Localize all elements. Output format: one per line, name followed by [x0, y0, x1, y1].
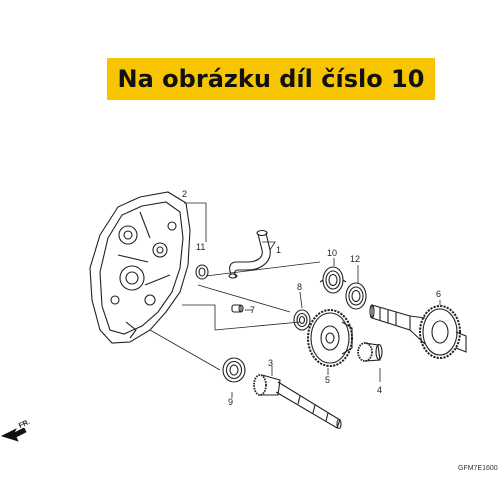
front-arrow-icon — [0, 427, 27, 442]
banner-title: Na obrázku díl číslo 10 — [117, 65, 425, 93]
callout-7: 7 — [250, 305, 255, 315]
title-banner: Na obrázku díl číslo 10 — [107, 58, 435, 100]
diagram-code: GFM7E1600 — [458, 465, 498, 472]
callout-6: 6 — [436, 289, 441, 299]
callout-labels: 1 2 3 4 5 6 7 8 9 10 11 12 — [182, 189, 441, 407]
callout-11: 11 — [196, 242, 205, 252]
bearing-8 — [293, 309, 311, 331]
front-label: FR. — [18, 419, 31, 430]
bearing-9 — [222, 357, 246, 383]
countershaft-gear — [307, 309, 353, 367]
callout-9: 9 — [228, 397, 233, 407]
callout-12: 12 — [350, 254, 360, 264]
transmission-case-cover — [89, 191, 191, 344]
callout-3: 3 — [268, 358, 273, 368]
callout-4: 4 — [377, 385, 382, 395]
reference-lines — [149, 202, 441, 398]
callout-8: 8 — [297, 282, 302, 292]
breather-tube — [228, 229, 271, 279]
callout-10: 10 — [327, 248, 337, 258]
final-gear-shaft — [369, 304, 467, 359]
pinion-gear — [357, 342, 383, 362]
callout-5: 5 — [325, 375, 330, 385]
oil-seal-11 — [195, 264, 209, 280]
callout-2: 2 — [182, 189, 187, 199]
bearing-12 — [345, 282, 367, 310]
bearing-10 — [319, 266, 347, 294]
drive-shaft — [253, 374, 342, 430]
callout-1: 1 — [276, 245, 281, 255]
dowel-pin — [231, 304, 244, 313]
front-direction-indicator: FR. — [0, 419, 31, 442]
